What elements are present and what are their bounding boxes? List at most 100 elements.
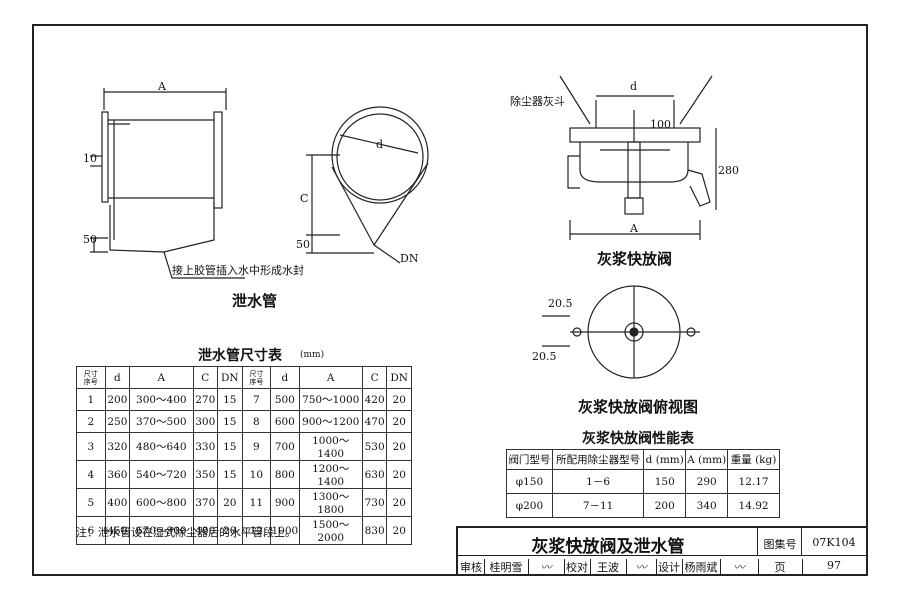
drain-dim-50: 50	[83, 233, 97, 246]
table-cell: 470	[361, 410, 388, 433]
table-cell: φ150	[506, 469, 553, 494]
table-cell: 2	[76, 410, 106, 433]
valve-dim-d: d	[630, 80, 638, 93]
top-dim-1: 20.5	[548, 297, 573, 310]
atlas-label-cell: 图集号	[758, 528, 802, 556]
table-cell: 1300～1800	[298, 488, 363, 517]
table-cell: 7	[241, 388, 272, 411]
table-cell: 20	[386, 388, 412, 411]
table-cell: 420	[361, 388, 388, 411]
table-cell: 20	[217, 516, 243, 545]
table-cell: 400	[104, 488, 131, 517]
section-dim-c: C	[300, 192, 309, 205]
drain-dim-a: A	[158, 80, 166, 93]
perf-header-weight: 重量 (kg)	[727, 449, 780, 470]
table-cell: 6	[76, 516, 106, 545]
table-cell: 370～500	[129, 410, 194, 433]
atlas-no-cell: 07K104	[802, 528, 866, 556]
table-cell: 300	[192, 410, 219, 433]
table-cell: 15	[217, 410, 243, 433]
table-cell: 20	[386, 460, 412, 489]
table-cell: 900～1200	[298, 410, 363, 433]
designer-signature: 〰	[720, 559, 759, 576]
table-cell: 700	[270, 432, 300, 461]
table-cell: 4	[76, 460, 106, 489]
proofreader-signature: 〰	[626, 559, 657, 576]
proof-label: 校对	[564, 559, 591, 576]
table-cell: 350	[192, 460, 219, 489]
valve-dim-a: A	[630, 222, 638, 235]
atlas-no: 07K104	[812, 536, 856, 549]
designer-name: 杨雨斌	[682, 559, 721, 576]
table-cell: 20	[386, 516, 412, 545]
table-cell: 300～400	[129, 388, 194, 411]
table-cell: 200	[104, 388, 131, 411]
table-cell: 9	[241, 432, 272, 461]
table-cell: 20	[386, 410, 412, 433]
size-header-no-bottom: 序号	[83, 377, 98, 386]
table-cell: 360	[104, 460, 131, 489]
size-header-a: A	[129, 366, 194, 389]
reviewer-name: 桂明雪	[484, 559, 529, 576]
table-cell: 200	[643, 493, 687, 518]
table-cell: 10	[241, 460, 272, 489]
table-cell: 8	[241, 410, 272, 433]
table-cell: 530	[361, 432, 388, 461]
valve-dim-100: 100	[650, 118, 671, 131]
table-cell: 480～640	[129, 432, 194, 461]
size-header-no: 尺寸序号	[76, 366, 106, 389]
drain-pipe-side-drawing	[90, 88, 245, 279]
table-cell: 250	[104, 410, 131, 433]
table-cell: 1200～1400	[298, 460, 363, 489]
signature-row: 审核 桂明雪 〰 校对 王波 〰 设计 杨雨斌 〰 页 97	[458, 556, 870, 576]
footnote: 注：泄水管设在湿式除尘器后的水平管段上。	[76, 526, 296, 539]
table-cell: 630	[361, 460, 388, 489]
page-no: 97	[827, 559, 841, 572]
table-cell: φ200	[506, 493, 553, 518]
valve-dim-280: 280	[718, 164, 739, 177]
table-cell: 750～1000	[298, 388, 363, 411]
table-cell: 320	[104, 432, 131, 461]
size-header-d: d	[104, 366, 131, 389]
table-cell: 7－11	[551, 493, 645, 518]
table-cell: 1000～1400	[298, 432, 363, 461]
table-cell: 3	[76, 432, 106, 461]
drain-pipe-section-drawing	[306, 106, 429, 264]
reviewer-signature: 〰	[528, 559, 565, 576]
table-cell: 20	[217, 488, 243, 517]
perf-table-title: 灰浆快放阀性能表	[582, 431, 694, 447]
valve-hopper-label: 除尘器灰斗	[510, 95, 565, 108]
size-header-c: C	[192, 366, 219, 389]
table-cell: 340	[685, 493, 729, 518]
drain-dim-10: 10	[83, 152, 97, 165]
table-cell: 20	[386, 488, 412, 517]
size-header-no-bottom-2: 序号	[249, 377, 264, 386]
size-table-unit: (mm)	[300, 350, 325, 360]
drawing-frame	[32, 24, 868, 576]
table-cell: 12	[241, 516, 272, 545]
design-label: 设计	[656, 559, 683, 576]
size-table-title: 泄水管尺寸表	[198, 348, 282, 364]
table-cell: 900	[270, 488, 300, 517]
table-cell: 15	[217, 432, 243, 461]
table-cell: 14.92	[727, 493, 780, 518]
size-header-a-2: A	[298, 366, 363, 389]
table-cell: 1500～2000	[298, 516, 363, 545]
size-table-header: 尺寸序号 d A C DN 尺寸序号 d A C DN	[76, 366, 412, 389]
table-cell: 450	[104, 516, 131, 545]
size-header-d-2: d	[270, 366, 300, 389]
table-cell: 1	[76, 388, 106, 411]
perf-header-a: A (mm)	[685, 449, 729, 470]
table-cell: 12.17	[727, 469, 780, 494]
table-cell: 5	[76, 488, 106, 517]
drain-callout: 接上胶管插入水中形成水封	[172, 264, 304, 277]
section-dim-dn: DN	[400, 252, 419, 265]
